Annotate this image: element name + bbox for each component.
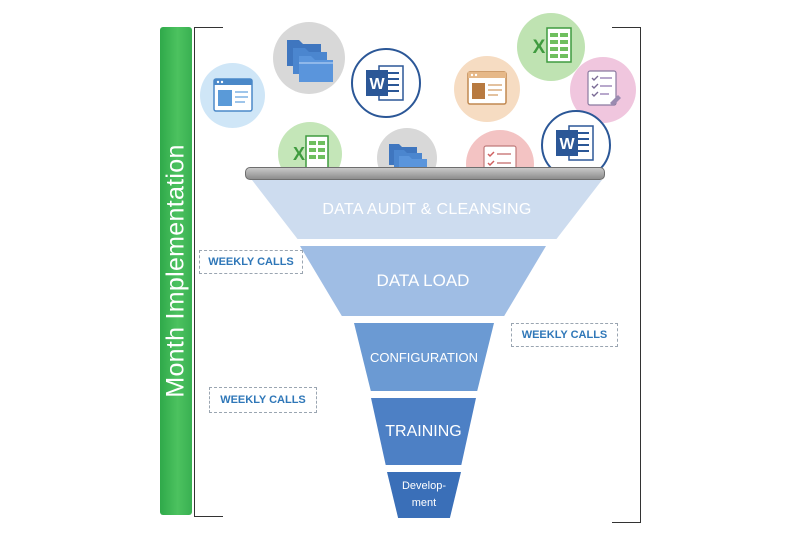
stage-data-audit-label: DATA AUDIT & CLEANSING [322,200,532,218]
weekly-calls-callout: WEEKLY CALLS [511,323,618,347]
funnel-rim [245,167,605,180]
stage-data-load: DATA LOAD [300,246,546,316]
svg-text:X: X [293,144,305,164]
weekly-calls-callout: WEEKLY CALLS [199,250,303,274]
excel-icon: X [517,13,585,81]
stage-development: Develop- ment [387,472,461,518]
weekly-calls-callout: WEEKLY CALLS [209,387,317,413]
window-icon [200,63,265,128]
left-bracket [194,27,223,517]
folders-icon [273,22,345,94]
svg-text:X: X [533,37,546,58]
right-bracket [612,27,641,523]
stage-configuration: CONFIGURATION [354,323,494,391]
month-implementation-bar: Month Implementation [160,27,192,515]
stage-development-label-line2: ment [411,497,437,509]
stage-data-load-label: DATA LOAD [376,271,470,290]
svg-text:W: W [369,76,385,93]
stage-configuration-label: CONFIGURATION [369,349,479,365]
month-implementation-label: Month Implementation [161,144,190,398]
svg-text:W: W [559,136,575,153]
stage-development-label-line1: Develop- [401,480,447,492]
window-icon [454,56,520,122]
word-icon: W [351,48,421,118]
stage-training: TRAINING [371,398,476,465]
stage-data-audit: DATA AUDIT & CLEANSING [252,180,602,239]
stage-training-label: TRAINING [385,422,462,440]
